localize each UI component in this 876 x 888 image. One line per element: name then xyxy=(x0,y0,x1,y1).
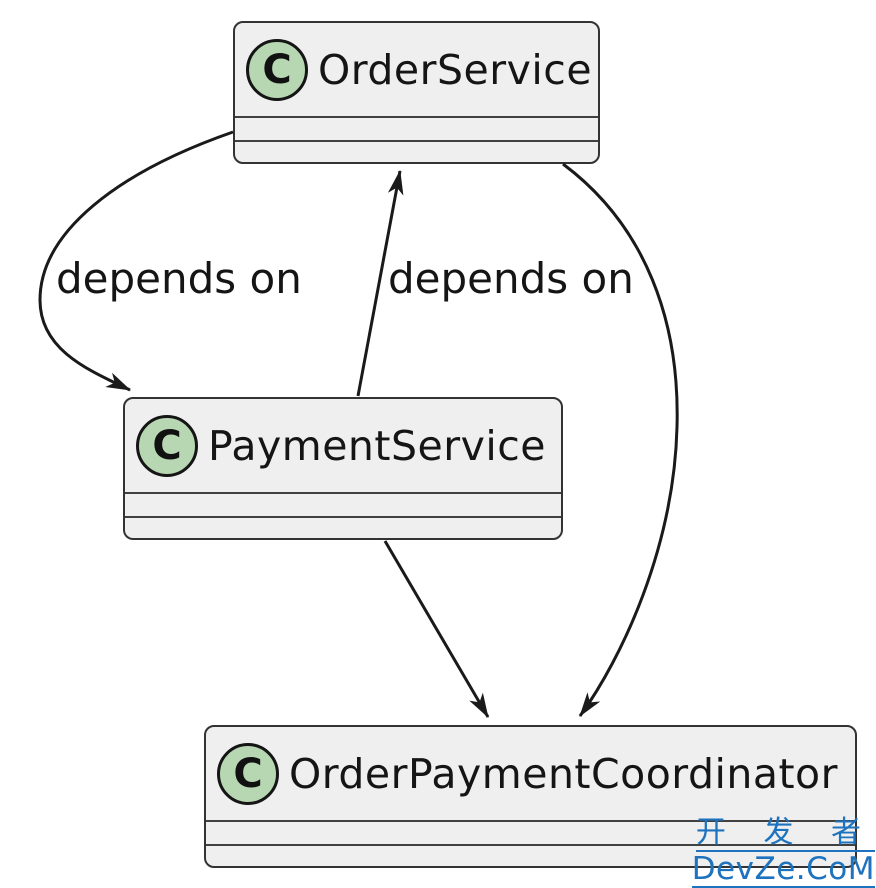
watermark: 开 发 者 DevZe.CoM xyxy=(691,815,875,888)
edge-paymentservice-to-coordinator xyxy=(383,540,490,718)
class-c-icon: C xyxy=(217,742,279,805)
class-attributes-section xyxy=(206,820,855,844)
class-methods-section xyxy=(125,516,561,538)
class-c-icon: C xyxy=(246,38,308,101)
class-c-icon: C xyxy=(136,414,198,477)
class-header: C PaymentService xyxy=(125,399,561,492)
class-name: OrderService xyxy=(318,45,593,94)
class-attributes-section xyxy=(235,116,598,140)
watermark-cn-text: 开 发 者 xyxy=(695,815,875,852)
class-name: PaymentService xyxy=(208,421,547,470)
class-node-orderpaymentcoordinator: C OrderPaymentCoordinator xyxy=(204,725,857,868)
class-attributes-section xyxy=(125,492,561,516)
edge-orderservice-to-coordinator xyxy=(562,162,679,717)
edge-label-paymentservice-orderservice: depends on xyxy=(388,254,634,303)
class-methods-section xyxy=(235,140,598,162)
class-header: C OrderService xyxy=(235,23,598,116)
class-methods-section xyxy=(206,844,855,866)
class-node-paymentservice: C PaymentService xyxy=(123,397,563,540)
edge-label-orderservice-paymentservice: depends on xyxy=(56,254,302,303)
watermark-site-text: DevZe.CoM xyxy=(691,851,875,888)
class-name: OrderPaymentCoordinator xyxy=(289,749,838,798)
class-header: C OrderPaymentCoordinator xyxy=(206,727,855,820)
class-node-orderservice: C OrderService xyxy=(233,21,600,164)
